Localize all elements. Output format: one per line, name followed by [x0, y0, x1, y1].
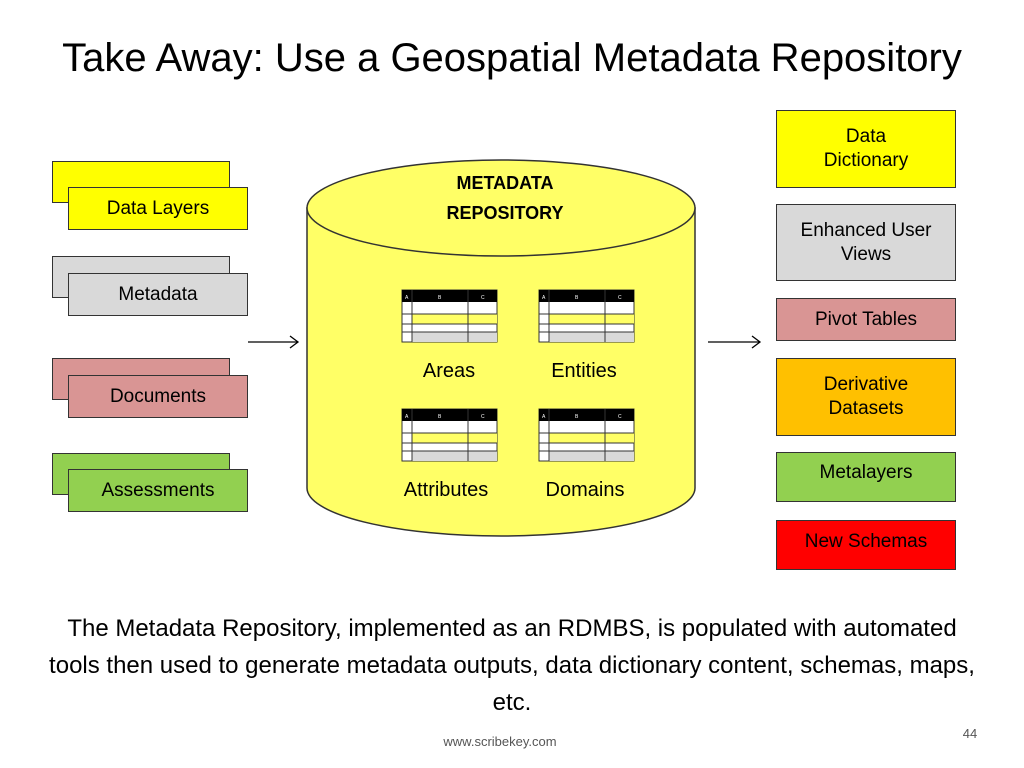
output-enhanced-user-views: Enhanced User Views — [776, 204, 956, 281]
repository-label-line1: METADATA — [456, 173, 554, 193]
input-metadata-label: Metadata — [68, 273, 248, 316]
input-documents-label: Documents — [68, 375, 248, 418]
table-header-a: A — [405, 414, 409, 420]
output-pivot-tables: Pivot Tables — [776, 298, 956, 341]
output-data-dictionary: Data Dictionary — [776, 110, 956, 188]
table-header-c: C — [481, 295, 485, 301]
table-header-b: B — [575, 414, 579, 420]
input-assessments-label: Assessments — [68, 469, 248, 512]
table-icon-areas: A B C — [401, 289, 498, 343]
table-label-areas: Areas — [422, 360, 476, 382]
arrow-in — [248, 335, 300, 349]
page-number: 44 — [962, 726, 978, 741]
slide-title: Take Away: Use a Geospatial Metadata Rep… — [62, 36, 962, 80]
repository-label-line2: REPOSITORY — [446, 203, 564, 223]
table-header-b: B — [438, 414, 442, 420]
table-label-domains: Domains — [545, 479, 625, 501]
table-header-b: B — [438, 295, 442, 301]
cylinder-top — [306, 159, 696, 257]
table-header-b: B — [575, 295, 579, 301]
arrow-out — [708, 335, 762, 349]
table-header-a: A — [405, 295, 409, 301]
input-data-layers-label: Data Layers — [68, 187, 248, 230]
output-new-schemas: New Schemas — [776, 520, 956, 570]
table-header-a: A — [542, 414, 546, 420]
table-header-c: C — [618, 414, 622, 420]
table-header-c: C — [618, 295, 622, 301]
repository-label: METADATA REPOSITORY — [400, 168, 610, 228]
table-header-a: A — [542, 295, 546, 301]
output-metalayers: Metalayers — [776, 452, 956, 502]
table-icon-entities: A B C — [538, 289, 635, 343]
slide-caption: The Metadata Repository, implemented as … — [49, 615, 975, 716]
output-derivative-datasets: Derivative Datasets — [776, 358, 956, 436]
footer-url: www.scribekey.com — [443, 734, 557, 749]
table-icon-domains: A B C — [538, 408, 635, 462]
table-header-c: C — [481, 414, 485, 420]
table-icon-attributes: A B C — [401, 408, 498, 462]
table-label-entities: Entities — [551, 360, 617, 382]
table-label-attributes: Attributes — [403, 479, 489, 501]
